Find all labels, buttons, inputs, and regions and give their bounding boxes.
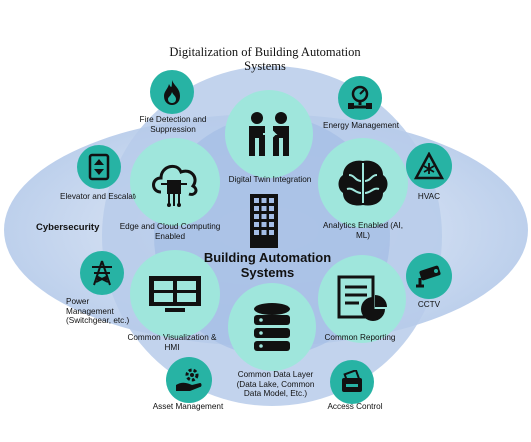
elevator-node [77,145,121,189]
power-management-label: Power Management (Switchgear, etc.) [66,297,130,326]
database-icon [254,303,290,351]
building-icon [250,194,278,248]
asset-management-node [166,357,212,403]
access-control-node [330,360,374,404]
hvac-label: HVAC [417,192,441,201]
analytics-label: Analytics Enabled (AI, ML) [322,221,404,240]
elevator-icon [88,153,110,181]
cybersecurity-label: Cybersecurity [36,222,100,233]
data-layer-node [228,283,316,371]
visualization-node [130,250,220,338]
cloud-chip-icon [152,164,198,207]
reporting-label: Common Reporting [324,333,396,342]
fire-icon [164,80,180,105]
cctv-camera-icon [416,265,441,288]
energy-meter-icon [348,85,372,109]
power-tower-icon [92,260,112,286]
asset-management-label: Asset Management [152,402,224,411]
digital-twin-node [225,90,313,178]
edge-cloud-label: Edge and Cloud Computing Enabled [119,222,221,241]
elevator-label: Elevator and Escalator [60,192,136,201]
snowflake-warning-icon [414,152,444,180]
fire-node [150,70,194,114]
hvac-node [406,143,452,189]
cctv-label: CCTV [417,300,441,309]
card-reader-icon [342,370,362,392]
power-management-node [80,251,124,295]
diagram-title: Digitalization of Building Automation Sy… [169,45,361,73]
analytics-node [318,138,408,228]
visualization-label: Common Visualization & HMI [127,333,217,352]
hand-gear-icon [176,368,202,391]
energy-node [338,76,382,120]
reporting-node [318,255,406,343]
access-control-label: Access Control [327,402,383,411]
edge-cloud-node [130,138,220,226]
digital-twin-label: Digital Twin Integration [228,175,312,184]
energy-label: Energy Management [322,121,399,130]
report-chart-icon [337,275,387,321]
fire-label: Fire Detection and Suppression [139,115,207,134]
brain-icon [338,160,388,206]
monitor-icon [149,276,201,312]
center-label: Building Automation Systems [203,250,332,280]
cctv-node [406,253,452,299]
data-layer-label: Common Data Layer (Data Lake, Common Dat… [236,370,315,399]
two-people-handshake-icon [249,112,289,156]
